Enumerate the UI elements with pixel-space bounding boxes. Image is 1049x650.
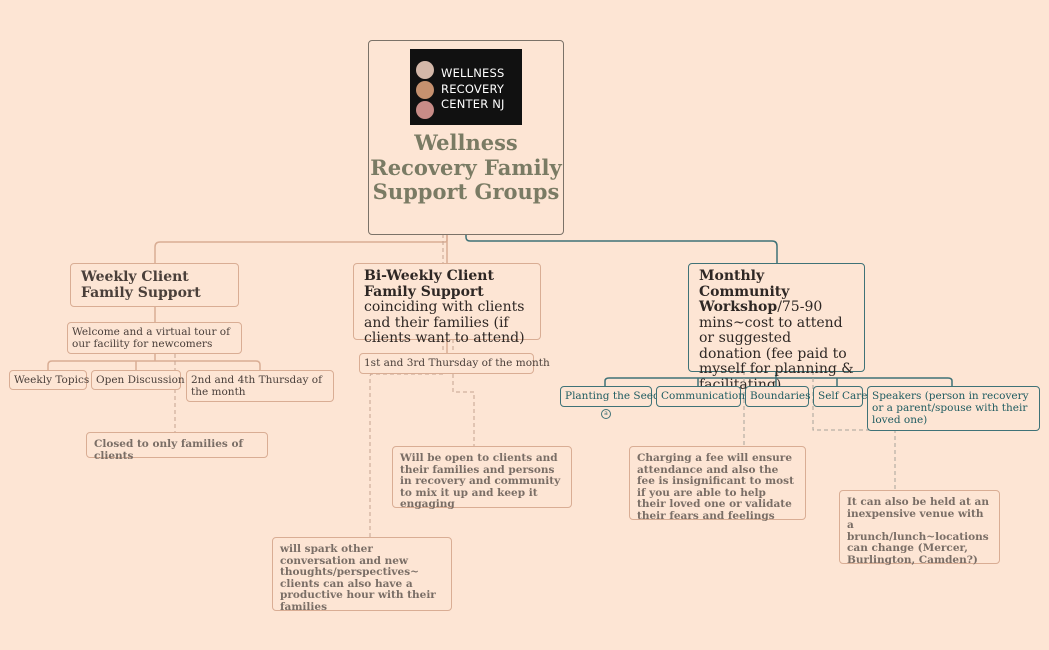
fee-note-node[interactable]: Charging a fee will ensure attendance an…: [629, 446, 806, 521]
spark-conversation-note-node[interactable]: will spark other conversation and new th…: [272, 537, 452, 612]
topic-communication-node[interactable]: Communication: [656, 386, 745, 407]
weekly-support-node[interactable]: Weekly Client Family Support: [70, 263, 239, 307]
topic-boundaries-node[interactable]: Boundaries: [745, 386, 811, 407]
topic-speakers-node[interactable]: Speakers (person in recovery or a parent…: [867, 386, 1040, 431]
biweekly-support-node[interactable]: Bi-Weekly Client Family Support coincidi…: [353, 263, 541, 346]
topic-self-care-node[interactable]: Self Care: [813, 386, 868, 407]
closed-note-node[interactable]: Closed to only families of clients: [86, 432, 268, 461]
wellness-recovery-logo: WELLNESS RECOVERY CENTER NJ: [410, 49, 522, 125]
biweekly-schedule-node[interactable]: 1st and 3rd Thursday of the month: [359, 353, 550, 374]
open-to-clients-note-node[interactable]: Will be open to clients and their famili…: [392, 446, 572, 510]
open-discussion-node[interactable]: Open Discussion: [91, 370, 185, 390]
root-title: Wellness Recovery Family Support Groups: [370, 130, 562, 204]
welcome-tour-node[interactable]: Welcome and a virtual tour of our facili…: [67, 322, 242, 354]
weekly-schedule-node[interactable]: 2nd and 4th Thursday of the month: [186, 370, 334, 402]
weekly-topics-node[interactable]: Weekly Topics: [9, 370, 89, 390]
monthly-workshop-node[interactable]: Monthly Community Workshop/75-90 mins~co…: [688, 263, 865, 392]
venue-note-node[interactable]: It can also be held at an inexpensive ve…: [839, 490, 1000, 565]
topic-planting-seed-node[interactable]: Planting the Seed: [560, 386, 660, 407]
attachment-marker-icon[interactable]: a: [601, 409, 611, 419]
root-node[interactable]: WELLNESS RECOVERY CENTER NJ Wellness Rec…: [368, 40, 564, 235]
